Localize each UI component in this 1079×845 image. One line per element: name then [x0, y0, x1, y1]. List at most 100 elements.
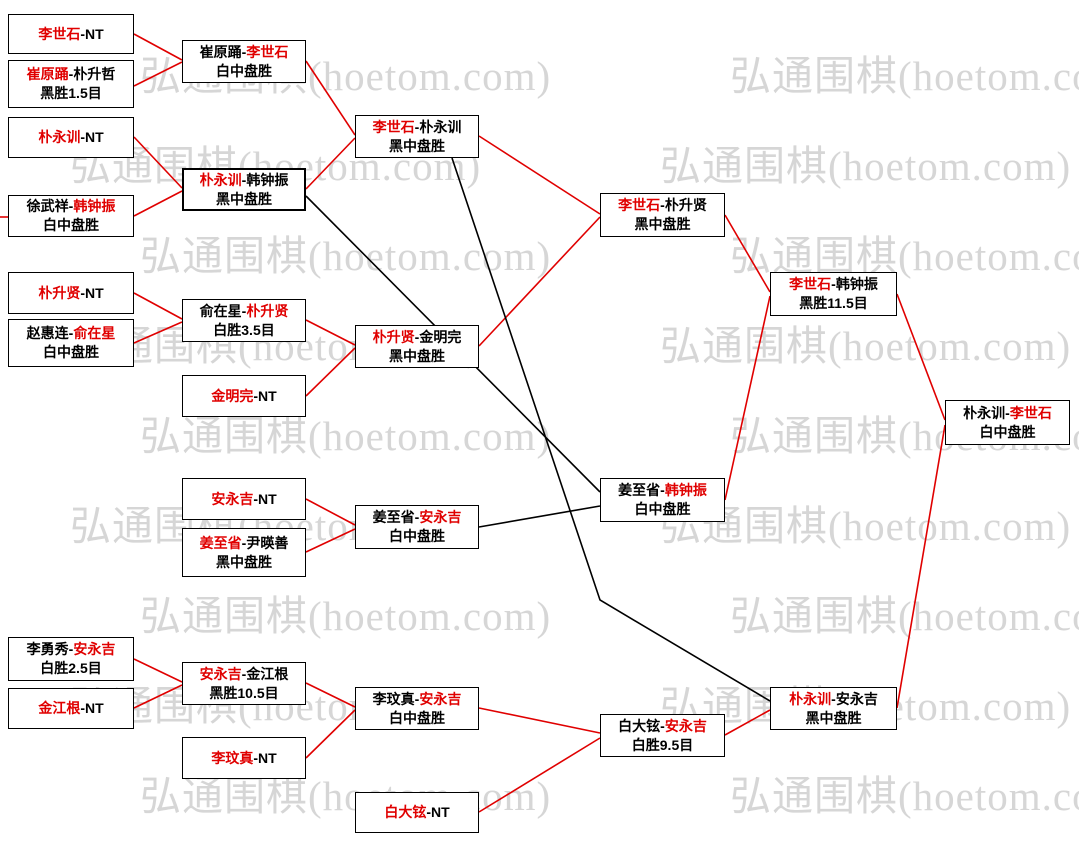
player-separator: - — [253, 749, 258, 766]
advance-line — [478, 737, 601, 813]
player-name: 崔原踊 — [199, 43, 242, 60]
player-name: NT — [85, 700, 104, 716]
match-result: 白中盘胜 — [389, 528, 445, 544]
advance-line — [133, 136, 183, 189]
watermark-text: 弘通围棋(hoetom.com) — [140, 593, 552, 639]
player-name: 李世石 — [1009, 404, 1052, 421]
match-players: 徐武祥-韩钟振 — [27, 197, 116, 216]
match-result: 黑中盘胜 — [216, 190, 272, 207]
player-name: 李世石 — [789, 276, 832, 292]
match-box: 赵惠连-俞在星白中盘胜 — [8, 319, 134, 367]
player-name: 韩钟振 — [73, 198, 116, 214]
player-separator: - — [414, 690, 420, 707]
player-separator: - — [80, 25, 85, 42]
player-name: 李玟真 — [372, 690, 415, 707]
player-name: 安永吉 — [419, 509, 462, 525]
match-players: 朴永训-NT — [38, 128, 103, 147]
match-players: 李勇秀-安永吉 — [27, 640, 116, 659]
match-result: 黑中盘胜 — [389, 347, 445, 364]
player-name: 安永吉 — [199, 665, 242, 682]
match-result: 白中盘胜 — [43, 217, 99, 233]
player-separator: - — [426, 804, 431, 820]
player-name: 韩钟振 — [664, 482, 707, 498]
match-players: 金江根-NT — [38, 699, 103, 718]
advance-line — [305, 528, 356, 553]
match-box: 白大铉-安永吉白胜9.5目 — [600, 714, 725, 757]
player-name: NT — [85, 284, 104, 301]
player-separator: - — [660, 197, 665, 213]
player-separator: - — [241, 43, 247, 60]
player-name: 李世石 — [246, 43, 289, 60]
match-box: 俞在星-朴升贤白胜3.5目 — [182, 299, 306, 342]
player-name: 尹暎善 — [246, 534, 289, 551]
advance-line — [305, 498, 356, 526]
advance-line — [724, 295, 771, 501]
match-players: 安永吉-金江根 — [200, 665, 289, 684]
match-result: 白胜9.5目 — [631, 736, 694, 753]
player-name: 李勇秀 — [26, 641, 69, 657]
advance-line — [305, 347, 356, 397]
match-result: 黑中盘胜 — [805, 709, 862, 726]
match-box: 李世石-朴永训黑中盘胜 — [355, 115, 479, 158]
watermark-text: 弘通围棋(hoetom.com) — [660, 503, 1072, 549]
advance-line — [724, 214, 771, 293]
watermark-text: 弘通围棋(hoetom.com) — [140, 233, 552, 279]
player-name: 李世石 — [372, 118, 415, 135]
player-name: 白大铉 — [618, 717, 661, 734]
player-separator: - — [80, 129, 85, 145]
advance-line — [478, 135, 601, 215]
match-result: 白中盘胜 — [43, 344, 99, 360]
player-name: 朴永训 — [199, 171, 242, 188]
advance-line — [478, 216, 601, 347]
advance-line — [305, 60, 356, 136]
player-name: 朴升哲 — [73, 66, 116, 82]
player-name: 俞在星 — [199, 302, 242, 319]
match-players: 李世石-NT — [38, 25, 103, 44]
player-separator: - — [1005, 404, 1010, 421]
player-name: 朴升贤 — [246, 302, 289, 319]
match-result: 白中盘胜 — [979, 423, 1036, 440]
match-box: 李世石-NT — [8, 14, 134, 54]
advance-line — [896, 293, 946, 421]
player-separator: - — [241, 302, 247, 319]
match-result: 黑中盘胜 — [216, 553, 272, 570]
match-players: 李世石-朴升贤 — [618, 196, 707, 215]
match-box: 姜至省-尹暎善黑中盘胜 — [182, 528, 306, 577]
match-players: 李玟真-安永吉 — [373, 690, 462, 709]
watermark-text: 弘通围棋(hoetom.com) — [660, 143, 1072, 189]
match-result: 黑胜11.5目 — [799, 295, 868, 311]
match-result: 黑中盘胜 — [389, 137, 445, 154]
match-box: 姜至省-韩钟振白中盘胜 — [600, 478, 725, 522]
player-name: 朴升贤 — [372, 328, 415, 345]
player-separator: - — [414, 328, 420, 345]
player-name: 安永吉 — [835, 690, 878, 707]
watermark-text: 弘通围棋(hoetom.com) — [140, 413, 552, 459]
player-name: NT — [85, 129, 104, 145]
player-name: 金明完 — [211, 387, 254, 404]
player-name: 金江根 — [38, 700, 81, 716]
match-result: 黑胜1.5目 — [40, 85, 102, 101]
advance-line — [305, 709, 356, 759]
watermark-text: 弘通围棋(hoetom.com) — [140, 773, 552, 819]
player-name: 白大铉 — [384, 804, 427, 820]
watermark-text: 弘通围棋(hoetom.com) — [660, 323, 1072, 369]
match-players: 李世石-朴永训 — [373, 118, 462, 137]
advance-line — [133, 33, 183, 61]
watermark-text: 弘通围棋(hoetom.com) — [730, 233, 1079, 279]
advance-line — [133, 684, 183, 709]
player-name: 朴升贤 — [38, 284, 81, 301]
player-name: NT — [258, 387, 277, 404]
player-name: 姜至省 — [199, 534, 242, 551]
match-players: 姜至省-尹暎善 — [200, 534, 289, 553]
player-name: 安永吉 — [73, 641, 116, 657]
match-box: 崔原踊-李世石白中盘胜 — [182, 40, 306, 83]
match-players: 朴升贤-NT — [38, 284, 103, 303]
advance-line — [896, 424, 946, 709]
advance-line — [724, 709, 771, 736]
player-name: NT — [431, 804, 450, 820]
player-separator: - — [68, 66, 74, 82]
player-name: 朴永训 — [38, 129, 81, 145]
match-players: 赵惠连-俞在星 — [27, 324, 116, 343]
watermark-text: 弘通围棋(hoetom.com) — [730, 773, 1079, 819]
player-separator: - — [414, 118, 420, 135]
